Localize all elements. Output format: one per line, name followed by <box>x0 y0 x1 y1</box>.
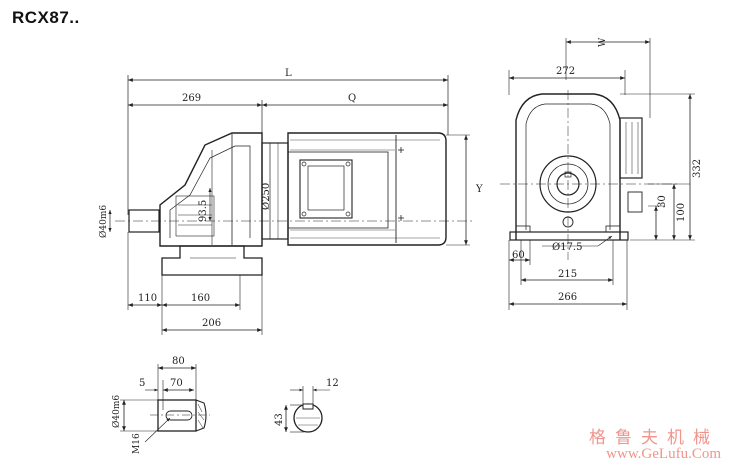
side-view <box>108 75 475 335</box>
dim-70: 70 <box>170 378 183 389</box>
dim-215: 215 <box>558 269 577 280</box>
dim-93-5: 93.5 <box>198 200 209 222</box>
shaft-detail <box>120 364 210 443</box>
dim-17-5: Ø17.5 <box>552 242 582 253</box>
dim-L: L <box>285 68 292 79</box>
dim-5: 5 <box>139 378 145 389</box>
dim-detail-shaft-diameter: Ø40m6 <box>111 395 122 428</box>
watermark-brand: 格鲁夫机械 <box>589 428 719 448</box>
dim-206: 206 <box>202 318 221 329</box>
key-section-labels: 12 43 <box>274 378 339 426</box>
side-view-labels: L 269 Q Ø250 93.5 Ø40m6 Y 110 160 206 <box>98 68 483 329</box>
dim-M16: M16 <box>132 433 142 454</box>
dim-12: 12 <box>326 378 339 389</box>
dim-110: 110 <box>138 293 157 304</box>
end-view-labels: W 272 332 100 30 Ø17.5 60 215 266 <box>512 37 703 303</box>
dim-332: 332 <box>692 159 703 178</box>
dim-272: 272 <box>556 66 575 77</box>
watermark-url: www.GeLufu.Com <box>606 446 721 462</box>
dim-250: Ø250 <box>261 183 272 210</box>
dim-W: W <box>598 37 608 47</box>
dim-Y: Y <box>475 184 483 195</box>
dim-100: 100 <box>676 203 687 222</box>
dim-43: 43 <box>274 413 285 426</box>
dim-266: 266 <box>558 292 577 303</box>
model-title: RCX87.. <box>12 8 80 27</box>
dim-60: 60 <box>512 250 525 261</box>
dim-shaft-diameter: Ø40m6 <box>98 205 109 238</box>
key-section <box>284 386 330 433</box>
end-view <box>500 38 695 310</box>
dim-30: 30 <box>657 195 668 208</box>
shaft-detail-labels: 80 5 70 Ø40m6 M16 <box>111 356 185 454</box>
dim-160: 160 <box>191 293 210 304</box>
dim-Q: Q <box>348 93 356 104</box>
dim-269: 269 <box>182 93 201 104</box>
dim-80: 80 <box>172 356 185 367</box>
